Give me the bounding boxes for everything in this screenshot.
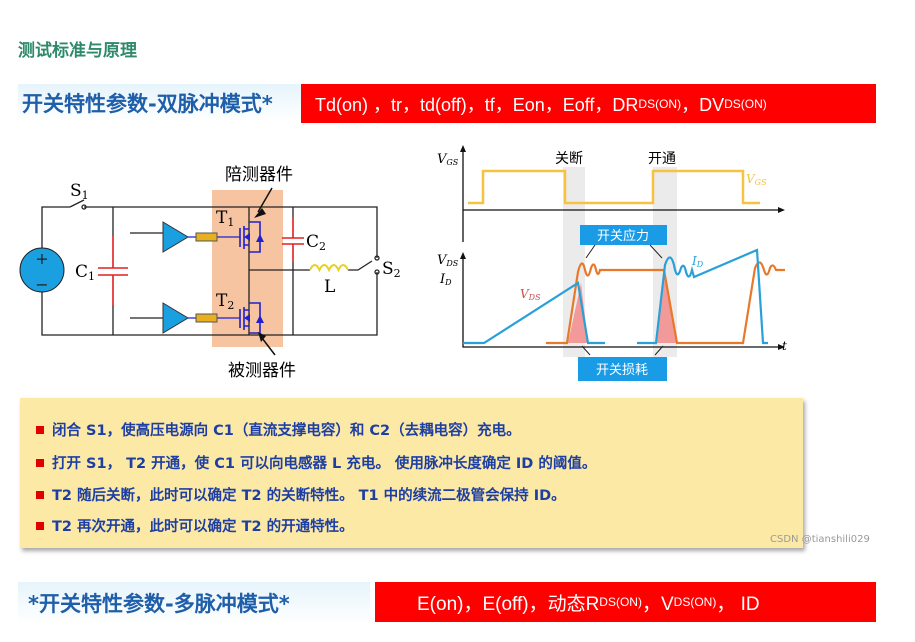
inductor-label: L: [324, 277, 335, 297]
params-sub: DS(ON): [638, 96, 682, 111]
svg-text:T2: T2: [216, 291, 234, 312]
note-item: 打开 S1， T2 开通，使 C1 可以向电感器 L 充电。 使用脉冲长度确定 …: [36, 452, 596, 473]
svg-text:关断: 关断: [555, 151, 583, 167]
svg-text:VDS: VDS: [437, 253, 459, 268]
plus-sign: +: [35, 249, 48, 268]
aux-device-label: 陪测器件: [225, 165, 293, 185]
switching-stress-label-box: [580, 225, 667, 245]
inductor-icon: [309, 264, 349, 273]
gate-resistor: [195, 313, 218, 323]
device-highlight: [212, 190, 283, 347]
switching-waveforms: 开关应力 开关损耗 关断 开通 VGS VGS VDS ID VDS ID t: [437, 145, 787, 381]
voltage-source-icon: [19, 247, 65, 293]
svg-text:VDS: VDS: [520, 287, 541, 302]
note-item: T2 再次开通，此时可以确定 T2 的开通特性。: [36, 515, 354, 536]
section1-title: 开关特性参数-双脉冲模式*: [18, 84, 301, 122]
svg-text:VGS: VGS: [437, 152, 459, 167]
params-sub: DS(ON): [724, 96, 767, 111]
watermark: CSDN @tianshili029: [770, 534, 870, 545]
mosfet-icon: [239, 221, 261, 334]
svg-text:T1: T1: [216, 208, 234, 229]
svg-text:开关应力: 开关应力: [597, 228, 649, 244]
params-text: ，DV: [681, 94, 725, 115]
gate-driver-icon: [162, 302, 189, 334]
vds-trace: [546, 261, 785, 345]
svg-text:C2: C2: [306, 232, 326, 253]
section2-title: *开关特性参数-多脉冲模式*: [18, 582, 370, 624]
page-title: 测试标准与原理: [18, 41, 137, 61]
svg-text:开关损耗: 开关损耗: [596, 363, 648, 378]
params-text: Td(on) ，tr，td(off)，tf，Eon，Eoff，DR: [315, 94, 639, 115]
svg-text:S1: S1: [70, 181, 89, 202]
svg-text:ID: ID: [691, 254, 704, 269]
svg-text:t: t: [782, 339, 787, 353]
gate-driver-icon: [162, 221, 189, 253]
dut-label: 被测器件: [228, 361, 296, 381]
svg-text:C1: C1: [75, 262, 95, 283]
note-item: T2 随后关断，此时可以确定 T2 的关断特性。 T1 中的续流二极管会保持 I…: [36, 484, 566, 505]
svg-text:VGS: VGS: [746, 172, 767, 187]
minus-sign: −: [35, 275, 48, 294]
svg-text:ID: ID: [439, 272, 452, 287]
note-item: 闭合 S1，使高压电源向 C1（直流支撑电容）和 C2（去耦电容）充电。: [36, 419, 521, 440]
gate-resistor: [195, 232, 218, 242]
id-trace: [463, 248, 768, 345]
notes-box: [20, 398, 803, 548]
svg-text:S2: S2: [382, 259, 401, 280]
svg-text:开通: 开通: [648, 151, 676, 167]
vgs-trace: [468, 169, 760, 205]
switching-loss-label-box: [578, 357, 667, 381]
